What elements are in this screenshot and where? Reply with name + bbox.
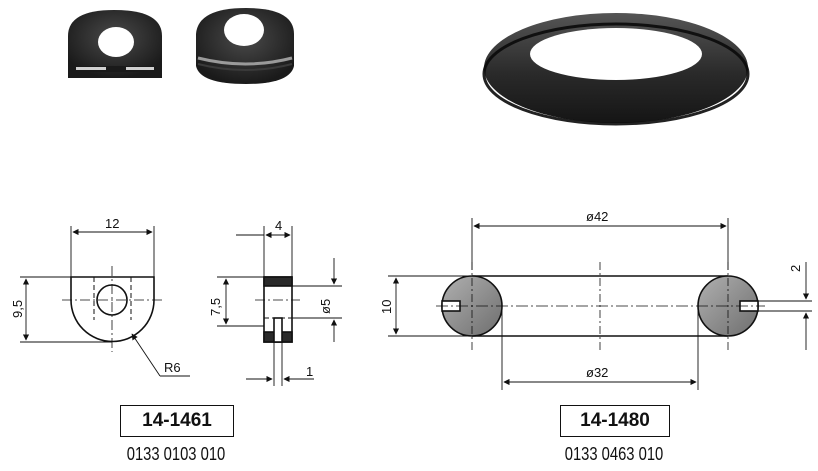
ring-section-view bbox=[436, 262, 765, 350]
grommet-front-view bbox=[62, 266, 162, 352]
dim-inner-diameter-label: ø32 bbox=[586, 365, 608, 380]
dim-thickness-label: 10 bbox=[379, 300, 394, 314]
grommet-side-view bbox=[255, 276, 300, 343]
dim-radius-label: R6 bbox=[164, 360, 181, 375]
dim-outer-diameter-label: ø42 bbox=[586, 209, 608, 224]
grommet-photo-angled bbox=[196, 8, 294, 84]
dim-depth-label: 4 bbox=[275, 218, 282, 233]
part-number-0133-0463-010: 0133 0463 010 bbox=[564, 444, 664, 464]
grommet-photo-front bbox=[68, 10, 162, 78]
dim-ring-slot-label: 2 bbox=[788, 265, 803, 272]
product-code-14-1480: 14-1480 bbox=[560, 405, 670, 437]
product-code-14-1461: 14-1461 bbox=[120, 405, 234, 437]
dim-inner-height-label: 7,5 bbox=[208, 298, 223, 316]
dimension-lines-front bbox=[20, 226, 190, 377]
dim-hole-label: ø5 bbox=[318, 299, 333, 314]
dim-height-label: 9,5 bbox=[10, 300, 25, 318]
ring-photo bbox=[482, 13, 750, 126]
dim-width-label: 12 bbox=[105, 216, 119, 231]
dimension-lines-ring bbox=[388, 218, 812, 390]
dim-slot-label: 1 bbox=[306, 364, 313, 379]
part-number-0133-0103-010: 0133 0103 010 bbox=[126, 444, 226, 464]
dimension-lines-side bbox=[217, 226, 342, 386]
